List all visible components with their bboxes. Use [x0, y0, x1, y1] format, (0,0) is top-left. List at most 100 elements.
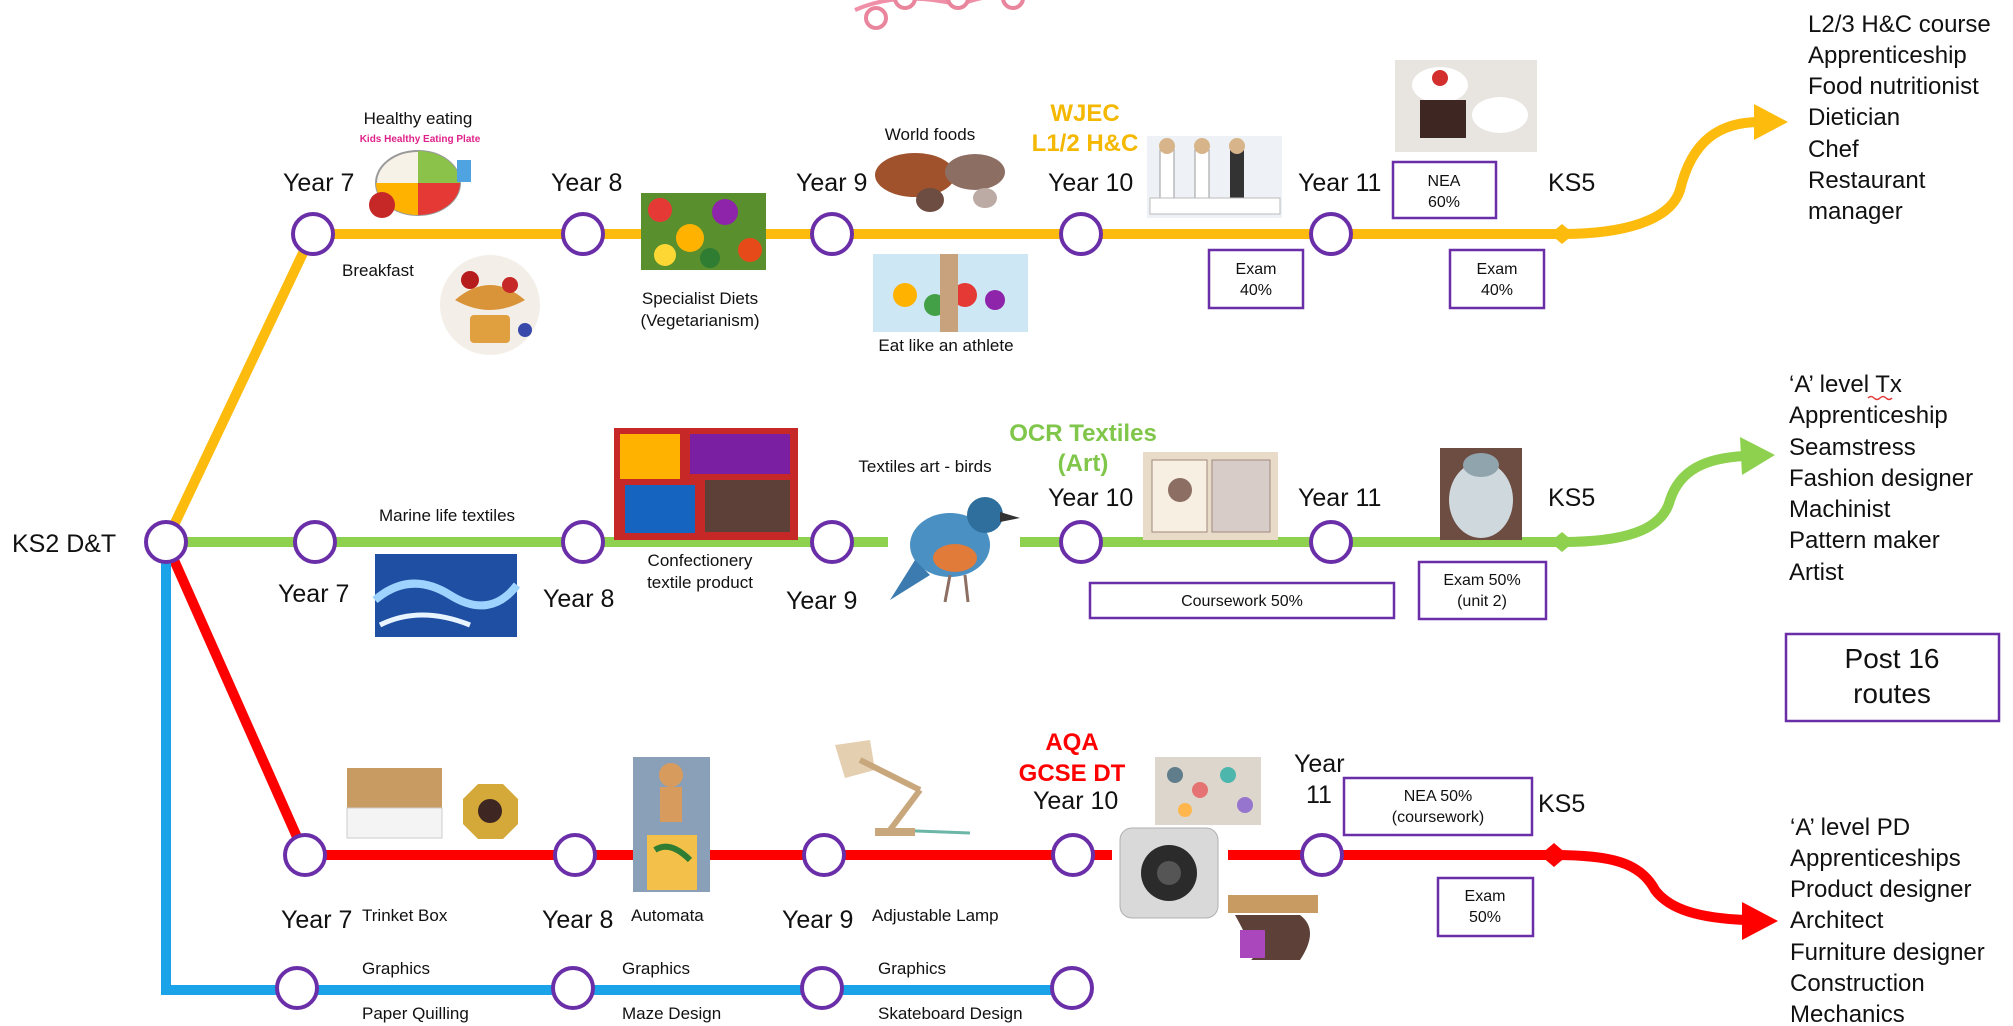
- automata-image: [633, 757, 710, 892]
- food-qualification-line1: WJEC: [1050, 100, 1119, 127]
- pd-nea-box: [1342, 776, 1534, 837]
- food-year-10: Year 10: [1048, 169, 1133, 197]
- pd-route-item: Furniture designer: [1790, 939, 1985, 966]
- textiles-ks5: KS5: [1548, 484, 1595, 512]
- food-exam-y11-line2: 40%: [1481, 282, 1513, 299]
- pd-year-9: Year 9: [782, 906, 853, 934]
- food-exit-curve: [1561, 117, 1761, 239]
- post16-legend-box: [1784, 632, 2001, 723]
- food-route-item: Food nutritionist: [1808, 73, 1979, 100]
- pd-qualification-line2: GCSE DT: [1019, 760, 1126, 787]
- food-exam-y10-box: [1207, 248, 1305, 310]
- textiles-y8-stop: [561, 520, 605, 564]
- food-qualification-line2: L1/2 H&C: [1032, 130, 1139, 157]
- pd-route-item: Construction: [1790, 970, 1925, 997]
- textiles-qualification-line2: (Art): [1058, 450, 1109, 477]
- pd-year-11-line2: 11: [1306, 781, 1332, 809]
- trinket-box-image: [346, 768, 518, 839]
- pd-topic-automata: Automata: [631, 906, 704, 925]
- plate-poster-text: Kids Healthy Eating Plate: [360, 134, 481, 145]
- pd-route-item: ‘A’ level PD: [1790, 814, 1910, 841]
- food-route-item: manager: [1808, 198, 1903, 225]
- textiles-route-item: Artist: [1789, 559, 1844, 586]
- food-topic-breakfast: Breakfast: [342, 261, 414, 280]
- food-exam-y10-line2: 40%: [1240, 282, 1272, 299]
- food-ks5-diamond: [1550, 224, 1574, 244]
- food-nea-line1: NEA: [1428, 173, 1461, 190]
- textiles-route-item: Pattern maker: [1789, 527, 1940, 554]
- food-route-item: Restaurant: [1808, 167, 1926, 194]
- graphics-topic-paper-quilling: Paper Quilling: [362, 1004, 469, 1023]
- adjustable-lamp-image: [835, 740, 971, 836]
- food-year-8: Year 8: [551, 169, 622, 197]
- graphics-heading-y8: Graphics: [622, 959, 690, 978]
- food-route-item: Dietician: [1808, 104, 1900, 131]
- textiles-arrow-head: [1740, 437, 1775, 475]
- pd-route-item: Architect: [1790, 907, 1884, 934]
- pd-exam-line1: Exam: [1465, 888, 1506, 905]
- sketchbook-image: [1143, 452, 1278, 540]
- nea-dish-image: [1395, 60, 1537, 152]
- logo-fragment: [854, 0, 1025, 30]
- pd-y7-stop: [283, 833, 327, 877]
- pd-y11-stop: [1300, 833, 1344, 877]
- textiles-exam-line2: (unit 2): [1457, 593, 1507, 610]
- food-year-7: Year 7: [283, 169, 354, 197]
- graphics-track-line: [161, 560, 1072, 995]
- pd-topic-adjustable-lamp: Adjustable Lamp: [872, 906, 999, 925]
- textile-garment-image: [1440, 448, 1522, 540]
- food-year-11: Year 11: [1298, 169, 1381, 197]
- post16-legend-line2: routes: [1853, 678, 1931, 709]
- textiles-y10-stop: [1059, 520, 1103, 564]
- pd-exam-line2: 50%: [1469, 909, 1501, 926]
- pd-exam-box: [1436, 876, 1535, 938]
- pd-arrow-head: [1742, 902, 1778, 940]
- textiles-topic-textiles-art: Textiles art - birds: [858, 457, 991, 476]
- food-ks5: KS5: [1548, 169, 1595, 197]
- graphics-heading-y7: Graphics: [362, 959, 430, 978]
- pd-exit-curve: [1553, 850, 1746, 925]
- textiles-year-7: Year 7: [278, 580, 349, 608]
- textiles-exam-line1: Exam 50%: [1443, 572, 1520, 589]
- textiles-routes-list: ‘A’ level Tx Apprenticeship Seamstress F…: [1789, 371, 1973, 586]
- pd-nea-line1: NEA 50%: [1404, 788, 1472, 805]
- world-foods-map-image: [875, 153, 1005, 212]
- stops: [144, 212, 1353, 1010]
- pd-year-7: Year 7: [281, 906, 352, 934]
- food-route-item: Chef: [1808, 136, 1859, 163]
- food-topic-specialist-diets-2: (Vegetarianism): [640, 311, 759, 330]
- textiles-coursework-text: Coursework 50%: [1181, 593, 1303, 610]
- food-branch-line: [161, 231, 317, 545]
- pd-route-item: Apprenticeships: [1790, 845, 1961, 872]
- pd-qualification-line1: AQA: [1045, 729, 1098, 756]
- athlete-image: [873, 254, 1028, 332]
- graphics-heading-y9: Graphics: [878, 959, 946, 978]
- pd-routes-list: ‘A’ level PD Apprenticeships Product des…: [1790, 814, 1985, 1026]
- textiles-year-10: Year 10: [1048, 484, 1133, 512]
- graphics-y7-stop: [275, 966, 319, 1010]
- post16-legend-line1: Post 16: [1845, 643, 1940, 674]
- pd-year-8: Year 8: [542, 906, 613, 934]
- coat-hooks-image: [1222, 888, 1322, 960]
- bird-artwork-image: [890, 497, 1020, 603]
- pd-year-10: Year 10: [1033, 787, 1118, 815]
- textiles-y11-stop: [1309, 520, 1353, 564]
- pd-ks5: KS5: [1538, 790, 1585, 818]
- food-y11-stop: [1309, 212, 1353, 256]
- pd-topic-trinket-box: Trinket Box: [362, 906, 448, 925]
- textiles-qualification-line1: OCR Textiles: [1009, 420, 1157, 447]
- food-y10-stop: [1059, 212, 1103, 256]
- start-label: KS2 D&T: [12, 530, 116, 558]
- textiles-year-8: Year 8: [543, 585, 614, 613]
- textiles-topic-marine-life: Marine life textiles: [379, 506, 515, 525]
- textiles-route-item: ‘A’ level Tx: [1789, 371, 1902, 398]
- graphics-topic-skateboard-design: Skateboard Design: [878, 1004, 1023, 1023]
- textiles-y7-stop: [293, 520, 337, 564]
- pd-branch-line: [161, 539, 310, 858]
- marine-textile-image: [372, 554, 521, 637]
- food-topic-healthy-eating: Healthy eating: [364, 109, 473, 128]
- spellcheck-squiggle: [1867, 395, 1893, 401]
- keyrings-image: [1155, 757, 1261, 825]
- catering-staff-image: [1147, 136, 1282, 218]
